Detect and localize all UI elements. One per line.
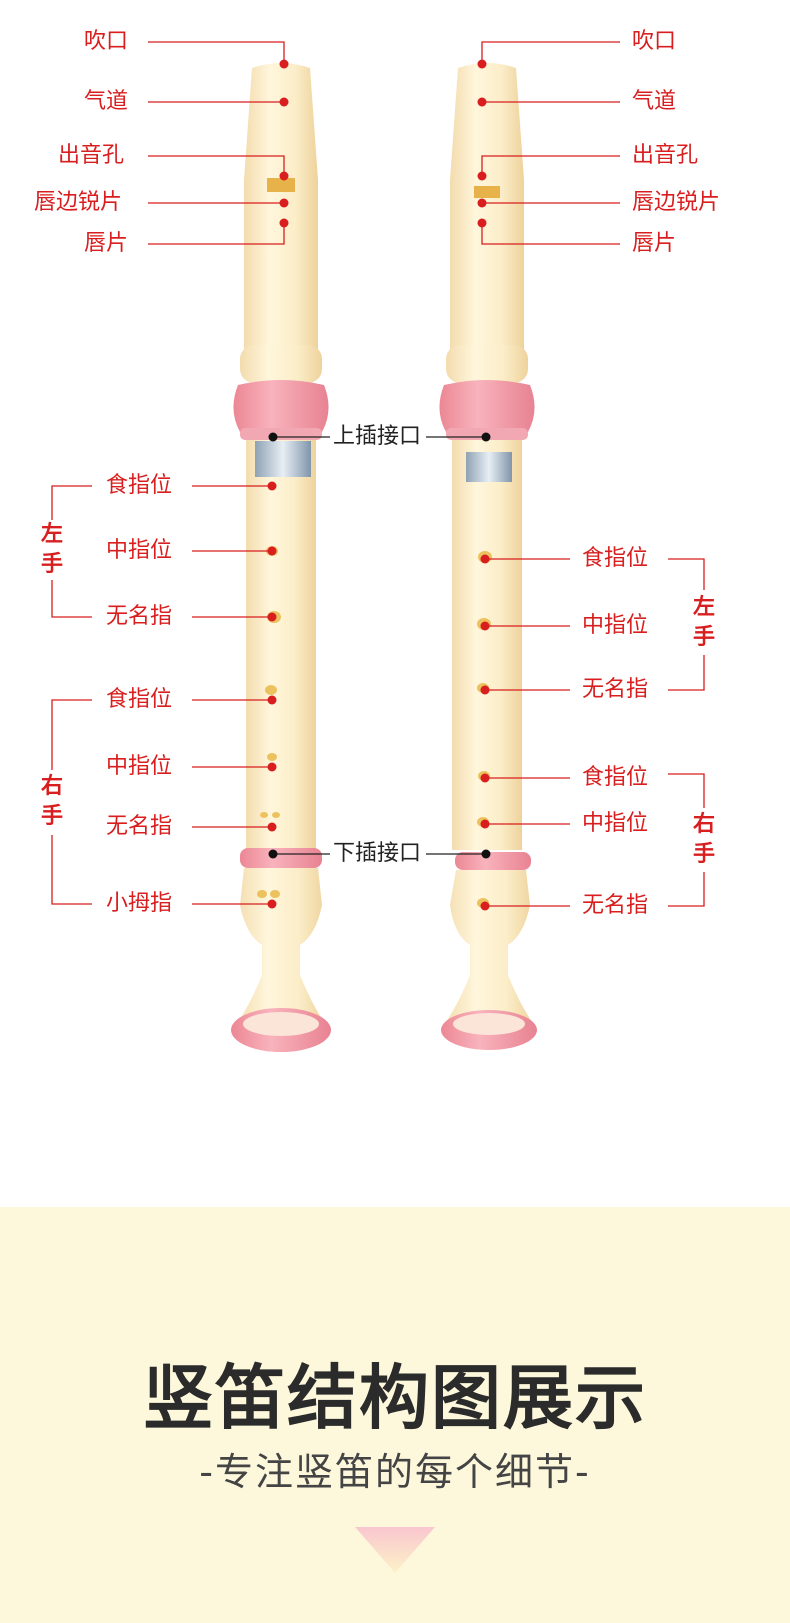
right-flute-lh-ring: 无名指 bbox=[582, 677, 648, 703]
right-flute-rh-middle: 中指位 bbox=[582, 811, 648, 837]
right-flute-lh-index: 食指位 bbox=[582, 546, 648, 572]
left-brand-label bbox=[255, 441, 311, 477]
right-flute-rh-ring: 无名指 bbox=[582, 893, 648, 919]
right-label-labium-edge: 唇边锐片 bbox=[632, 190, 720, 216]
right-flute-left-hand-title-2: 手 bbox=[691, 623, 717, 653]
recorder-structure-diagram: 吹口 气道 出音孔 唇边锐片 唇片 吹口 气道 出音孔 唇边锐片 唇片 上插接口… bbox=[0, 0, 790, 1100]
right-flute-rh-index: 食指位 bbox=[582, 765, 648, 791]
lower-joint-label: 下插接口 bbox=[333, 841, 421, 867]
left-flute-rh-ring: 无名指 bbox=[106, 814, 172, 840]
right-flute-right-hand-title-1: 右 bbox=[691, 810, 717, 840]
left-label-labium-edge: 唇边锐片 bbox=[34, 190, 122, 216]
left-flute-lh-ring: 无名指 bbox=[106, 604, 172, 630]
left-label-lip: 唇片 bbox=[84, 231, 128, 257]
left-window bbox=[267, 178, 295, 192]
right-label-sound-hole: 出音孔 bbox=[632, 143, 698, 169]
left-label-mouthpiece: 吹口 bbox=[84, 29, 128, 55]
right-flute-lh-middle: 中指位 bbox=[582, 613, 648, 639]
page-title: 竖笛结构图展示 bbox=[0, 1358, 790, 1438]
left-flute-rh-index: 食指位 bbox=[106, 687, 172, 713]
left-flute-right-hand-title-2: 手 bbox=[39, 802, 65, 832]
page-subtitle: -专注竖笛的每个细节- bbox=[0, 1450, 790, 1494]
left-mouthpiece bbox=[244, 63, 318, 180]
right-label-lip: 唇片 bbox=[632, 231, 676, 257]
left-flute-lh-middle: 中指位 bbox=[106, 538, 172, 564]
left-flute-rh-middle: 中指位 bbox=[106, 754, 172, 780]
right-brand-label bbox=[466, 452, 512, 482]
right-flute-left-hand-title-1: 左 bbox=[691, 593, 717, 623]
right-label-mouthpiece: 吹口 bbox=[632, 29, 676, 55]
right-lower-ring bbox=[455, 852, 531, 870]
left-upper-ring bbox=[233, 380, 328, 436]
left-lower-ring bbox=[240, 848, 322, 868]
right-mouthpiece bbox=[450, 63, 524, 180]
left-flute-left-hand-title-1: 左 bbox=[39, 520, 65, 550]
left-flute-lh-index: 食指位 bbox=[106, 473, 172, 499]
left-label-sound-hole: 出音孔 bbox=[58, 143, 124, 169]
right-flute-right-hand-title-2: 手 bbox=[691, 840, 717, 870]
right-window bbox=[474, 186, 500, 198]
chevron-down-icon bbox=[355, 1527, 435, 1577]
left-label-windway: 气道 bbox=[84, 89, 128, 115]
right-upper-ring bbox=[439, 380, 534, 436]
upper-joint-label: 上插接口 bbox=[333, 424, 421, 450]
left-flute-left-hand-title-2: 手 bbox=[39, 550, 65, 580]
left-flute-right-hand-title-1: 右 bbox=[39, 772, 65, 802]
left-flute-rh-little: 小拇指 bbox=[106, 891, 172, 917]
right-label-windway: 气道 bbox=[632, 89, 676, 115]
